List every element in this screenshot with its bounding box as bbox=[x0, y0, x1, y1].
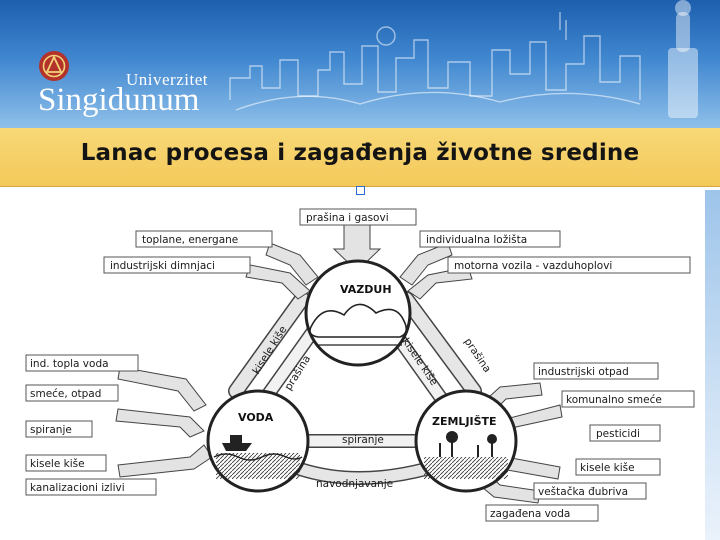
source-box bbox=[25, 420, 93, 438]
source-box bbox=[135, 230, 273, 248]
source-box bbox=[25, 384, 119, 402]
header-banner: Univerzitet Singidunum bbox=[0, 0, 720, 128]
source-air-right-1: individualna ložišta bbox=[426, 234, 527, 246]
source-water-3: spiranje bbox=[30, 424, 72, 436]
source-soil-2: komunalno smeće bbox=[566, 394, 662, 406]
source-box bbox=[419, 230, 561, 248]
resize-handle[interactable] bbox=[356, 186, 365, 195]
soil-node[interactable]: ZEMLJIŠTE bbox=[414, 389, 518, 493]
source-soil-5: veštačka đubriva bbox=[538, 486, 628, 498]
source-box bbox=[299, 208, 417, 226]
source-box bbox=[485, 504, 599, 522]
soil-node-label: ZEMLJIŠTE bbox=[432, 415, 497, 428]
source-box bbox=[589, 424, 661, 442]
source-box bbox=[561, 390, 695, 408]
source-box bbox=[533, 482, 647, 500]
source-air-right-2: motorna vozila - vazduhoplovi bbox=[454, 260, 612, 272]
right-decor-strip bbox=[705, 190, 720, 540]
air-node[interactable]: VAZDUH bbox=[304, 259, 412, 367]
source-box bbox=[25, 354, 139, 372]
source-water-2: smeće, otpad bbox=[30, 388, 101, 400]
title-bar: Lanac procesa i zagađenja životne sredin… bbox=[0, 128, 720, 187]
city-skyline bbox=[229, 0, 698, 118]
seal-icon bbox=[39, 51, 69, 81]
source-air-left-1: toplane, energane bbox=[142, 234, 238, 246]
source-box bbox=[533, 362, 659, 380]
cycle-label-water-soil: navodnjavanje bbox=[316, 478, 393, 490]
source-water-1: ind. topla voda bbox=[30, 358, 109, 370]
logo-university-text: Univerzitet bbox=[126, 70, 208, 89]
source-top: prašina i gasovi bbox=[306, 212, 389, 224]
slide-title[interactable]: Lanac procesa i zagađenja životne sredin… bbox=[80, 140, 640, 166]
water-node-label: VODA bbox=[238, 411, 274, 424]
source-air-left-2: industrijski dimnjaci bbox=[110, 260, 215, 272]
source-box bbox=[25, 478, 157, 496]
source-water-4: kisele kiše bbox=[30, 458, 85, 470]
pollution-cycle-diagram: VAZDUH VODA ZEMLJIŠTE kisele kiše prašin… bbox=[25, 208, 695, 522]
source-box bbox=[575, 458, 661, 476]
source-soil-3: pesticidi bbox=[596, 428, 640, 440]
source-soil-4: kisele kiše bbox=[580, 462, 635, 474]
source-box bbox=[447, 256, 691, 274]
source-soil-1: industrijski otpad bbox=[538, 366, 629, 378]
logo-name-text: Singidunum bbox=[38, 82, 200, 118]
water-node[interactable]: VODA bbox=[206, 389, 310, 493]
source-box bbox=[103, 256, 251, 274]
source-box bbox=[25, 454, 107, 472]
air-node-label: VAZDUH bbox=[340, 283, 392, 296]
cycle-label-soil-water: spiranje bbox=[342, 434, 384, 446]
source-soil-6: zagađena voda bbox=[490, 508, 570, 520]
source-water-5: kanalizacioni izlivi bbox=[30, 482, 125, 494]
